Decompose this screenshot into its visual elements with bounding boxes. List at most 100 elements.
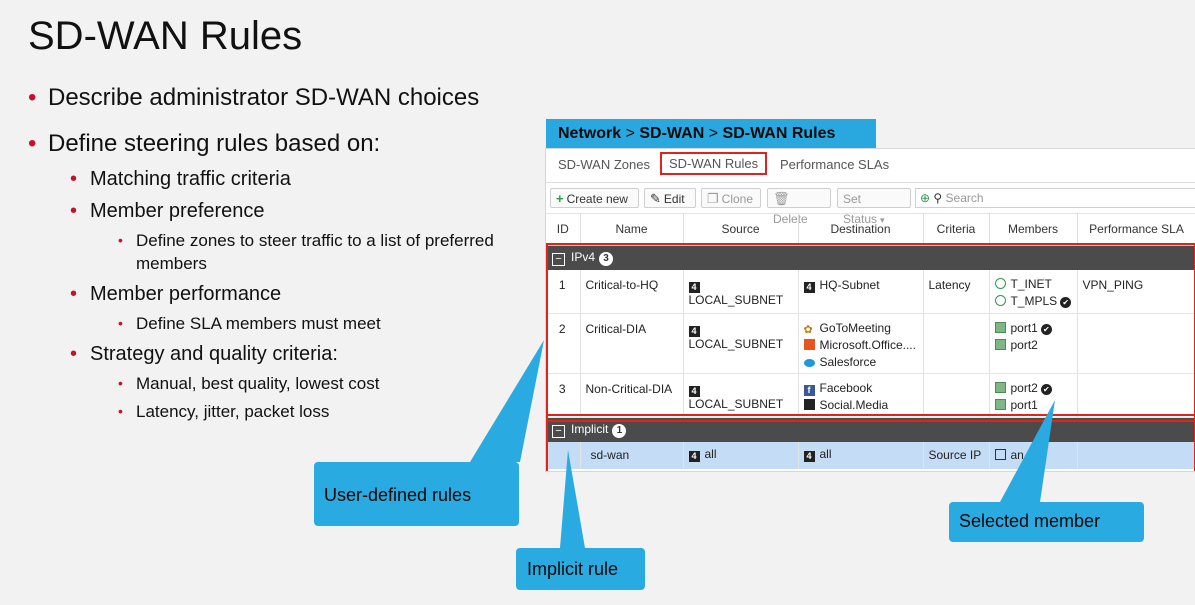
plus-icon: +	[556, 191, 564, 206]
rule-destination: GoToMeeting	[819, 320, 891, 335]
member-name: port2	[1010, 380, 1038, 395]
callout-selected-member: Selected member	[949, 502, 1144, 542]
sla-target-icon	[994, 278, 1006, 289]
interface-icon	[994, 381, 1006, 393]
collapse-icon[interactable]: −	[552, 253, 565, 266]
col-source[interactable]: Source	[683, 213, 799, 246]
rule-name: sd-wan	[580, 441, 684, 469]
sub-bullet: Member performance	[70, 281, 528, 307]
breadcrumb-separator: >	[625, 125, 635, 142]
check-icon: ✔	[1040, 383, 1052, 395]
count-badge: 1	[612, 423, 627, 438]
breadcrumb-sdwan[interactable]: SD-WAN	[639, 125, 705, 142]
tab-performance-slas[interactable]: Performance SLAs	[780, 157, 890, 172]
folder-icon	[803, 398, 815, 410]
slide-title: SD-WAN Rules	[28, 14, 303, 58]
check-icon: ✔	[1060, 297, 1072, 308]
member-name: port2	[1010, 337, 1038, 352]
address-icon: 4	[688, 385, 700, 397]
rule-id: 1	[546, 270, 581, 314]
user-rules-pointer	[470, 340, 544, 462]
breadcrumb-separator: >	[708, 125, 719, 142]
col-members[interactable]: Members	[989, 213, 1078, 246]
callout-text: Implicit rule	[527, 559, 619, 579]
edit-label: Edit	[663, 192, 685, 206]
bullet: Describe administrator SD-WAN choices	[28, 82, 528, 114]
group-label: Implicit	[571, 421, 609, 436]
member-name: an	[1010, 447, 1024, 462]
implicit-rule-pointer	[560, 450, 585, 548]
clone-button[interactable]: ❐Clone	[701, 188, 761, 208]
rule-destination: all	[819, 447, 832, 461]
rule-source: all	[704, 447, 717, 461]
address-icon: 4	[688, 451, 700, 462]
facebook-icon: f	[803, 384, 815, 396]
collapse-icon[interactable]: −	[552, 424, 565, 438]
col-id[interactable]: ID	[546, 213, 581, 246]
member-name: port1	[1010, 320, 1038, 335]
group-label: IPv4	[571, 250, 596, 264]
bullet-list: Describe administrator SD-WAN choices De…	[28, 82, 528, 428]
address-icon: 4	[803, 451, 815, 462]
add-filter-icon: ⊕	[920, 191, 931, 205]
address-icon: 4	[688, 282, 700, 293]
breadcrumb-sdwan-rules: SD-WAN Rules	[722, 125, 836, 142]
rule-destination: HQ-Subnet	[819, 278, 880, 292]
sub-sub-bullet: Define zones to steer traffic to a list …	[116, 229, 496, 275]
table-header: ID Name Source Destination Criteria Memb…	[546, 213, 1195, 246]
callout-implicit-rule: Implicit rule	[516, 548, 645, 590]
salesforce-icon	[803, 358, 815, 367]
table-row[interactable]: 3 Non-Critical-DIA 4LOCAL_SUBNET f Facebo…	[546, 373, 1195, 418]
breadcrumb: Network > SD-WAN > SD-WAN Rules	[546, 119, 876, 149]
tab-sdwan-rules[interactable]: SD-WAN Rules	[660, 152, 768, 175]
interface-icon	[994, 321, 1006, 333]
office-icon	[803, 338, 815, 350]
rule-name: Critical-to-HQ	[580, 270, 684, 314]
rule-name: Critical-DIA	[580, 313, 684, 374]
rule-destination: Social.Media	[819, 397, 889, 412]
create-new-button[interactable]: +Create new	[550, 188, 639, 208]
col-name[interactable]: Name	[580, 213, 684, 246]
sdwan-rules-panel: SD-WAN Zones SD-WAN Rules Performance SL…	[545, 148, 1195, 472]
selected-member-pointer	[1000, 400, 1055, 502]
bullet: Define steering rules based on:	[28, 128, 528, 160]
search-placeholder: Search	[945, 191, 984, 205]
clone-label: Clone	[721, 192, 754, 206]
sub-sub-bullet: Define SLA members must meet	[116, 312, 496, 335]
col-performance-sla[interactable]: Performance SLA	[1077, 213, 1195, 246]
col-criteria[interactable]: Criteria	[923, 213, 990, 246]
address-icon: 4	[803, 282, 815, 293]
rule-destination: Facebook	[819, 380, 873, 395]
interface-icon	[994, 398, 1006, 410]
member-name: port1	[1010, 397, 1038, 412]
rule-source: LOCAL_SUBNET	[688, 336, 784, 351]
clone-icon: ❐	[707, 191, 719, 206]
rule-sla: VPN_PING	[1077, 270, 1195, 314]
tab-bar: SD-WAN Zones SD-WAN Rules Performance SL…	[546, 149, 1195, 183]
checkbox-icon	[994, 448, 1006, 460]
count-badge: 3	[599, 252, 614, 266]
rule-id: 3	[546, 373, 581, 418]
rule-destination: Salesforce	[819, 354, 877, 369]
col-destination[interactable]: Destination	[798, 213, 924, 246]
sub-sub-bullet: Manual, best quality, lowest cost	[116, 372, 496, 395]
trash-icon: 🗑	[773, 191, 790, 206]
search-icon: ⚲	[933, 191, 943, 205]
gotomeeting-icon: ✿	[803, 323, 813, 336]
create-new-label: Create new	[566, 192, 628, 206]
edit-button[interactable]: ✎Edit	[644, 188, 696, 208]
sla-target-icon	[994, 295, 1006, 306]
rule-source: LOCAL_SUBNET	[688, 396, 784, 411]
interface-icon	[994, 338, 1006, 350]
rule-criteria: Latency	[923, 270, 990, 314]
table-row[interactable]: 2 Critical-DIA 4LOCAL_SUBNET ✿GoToMeetin…	[546, 313, 1195, 374]
search-input[interactable]: ⊕ ⚲ Search	[915, 188, 1195, 208]
rule-destination: Microsoft.Office....	[819, 337, 916, 352]
rule-source: LOCAL_SUBNET	[688, 293, 784, 307]
rule-name: Non-Critical-DIA	[580, 373, 684, 418]
breadcrumb-network[interactable]: Network	[558, 125, 622, 142]
tab-sdwan-zones[interactable]: SD-WAN Zones	[558, 157, 650, 172]
